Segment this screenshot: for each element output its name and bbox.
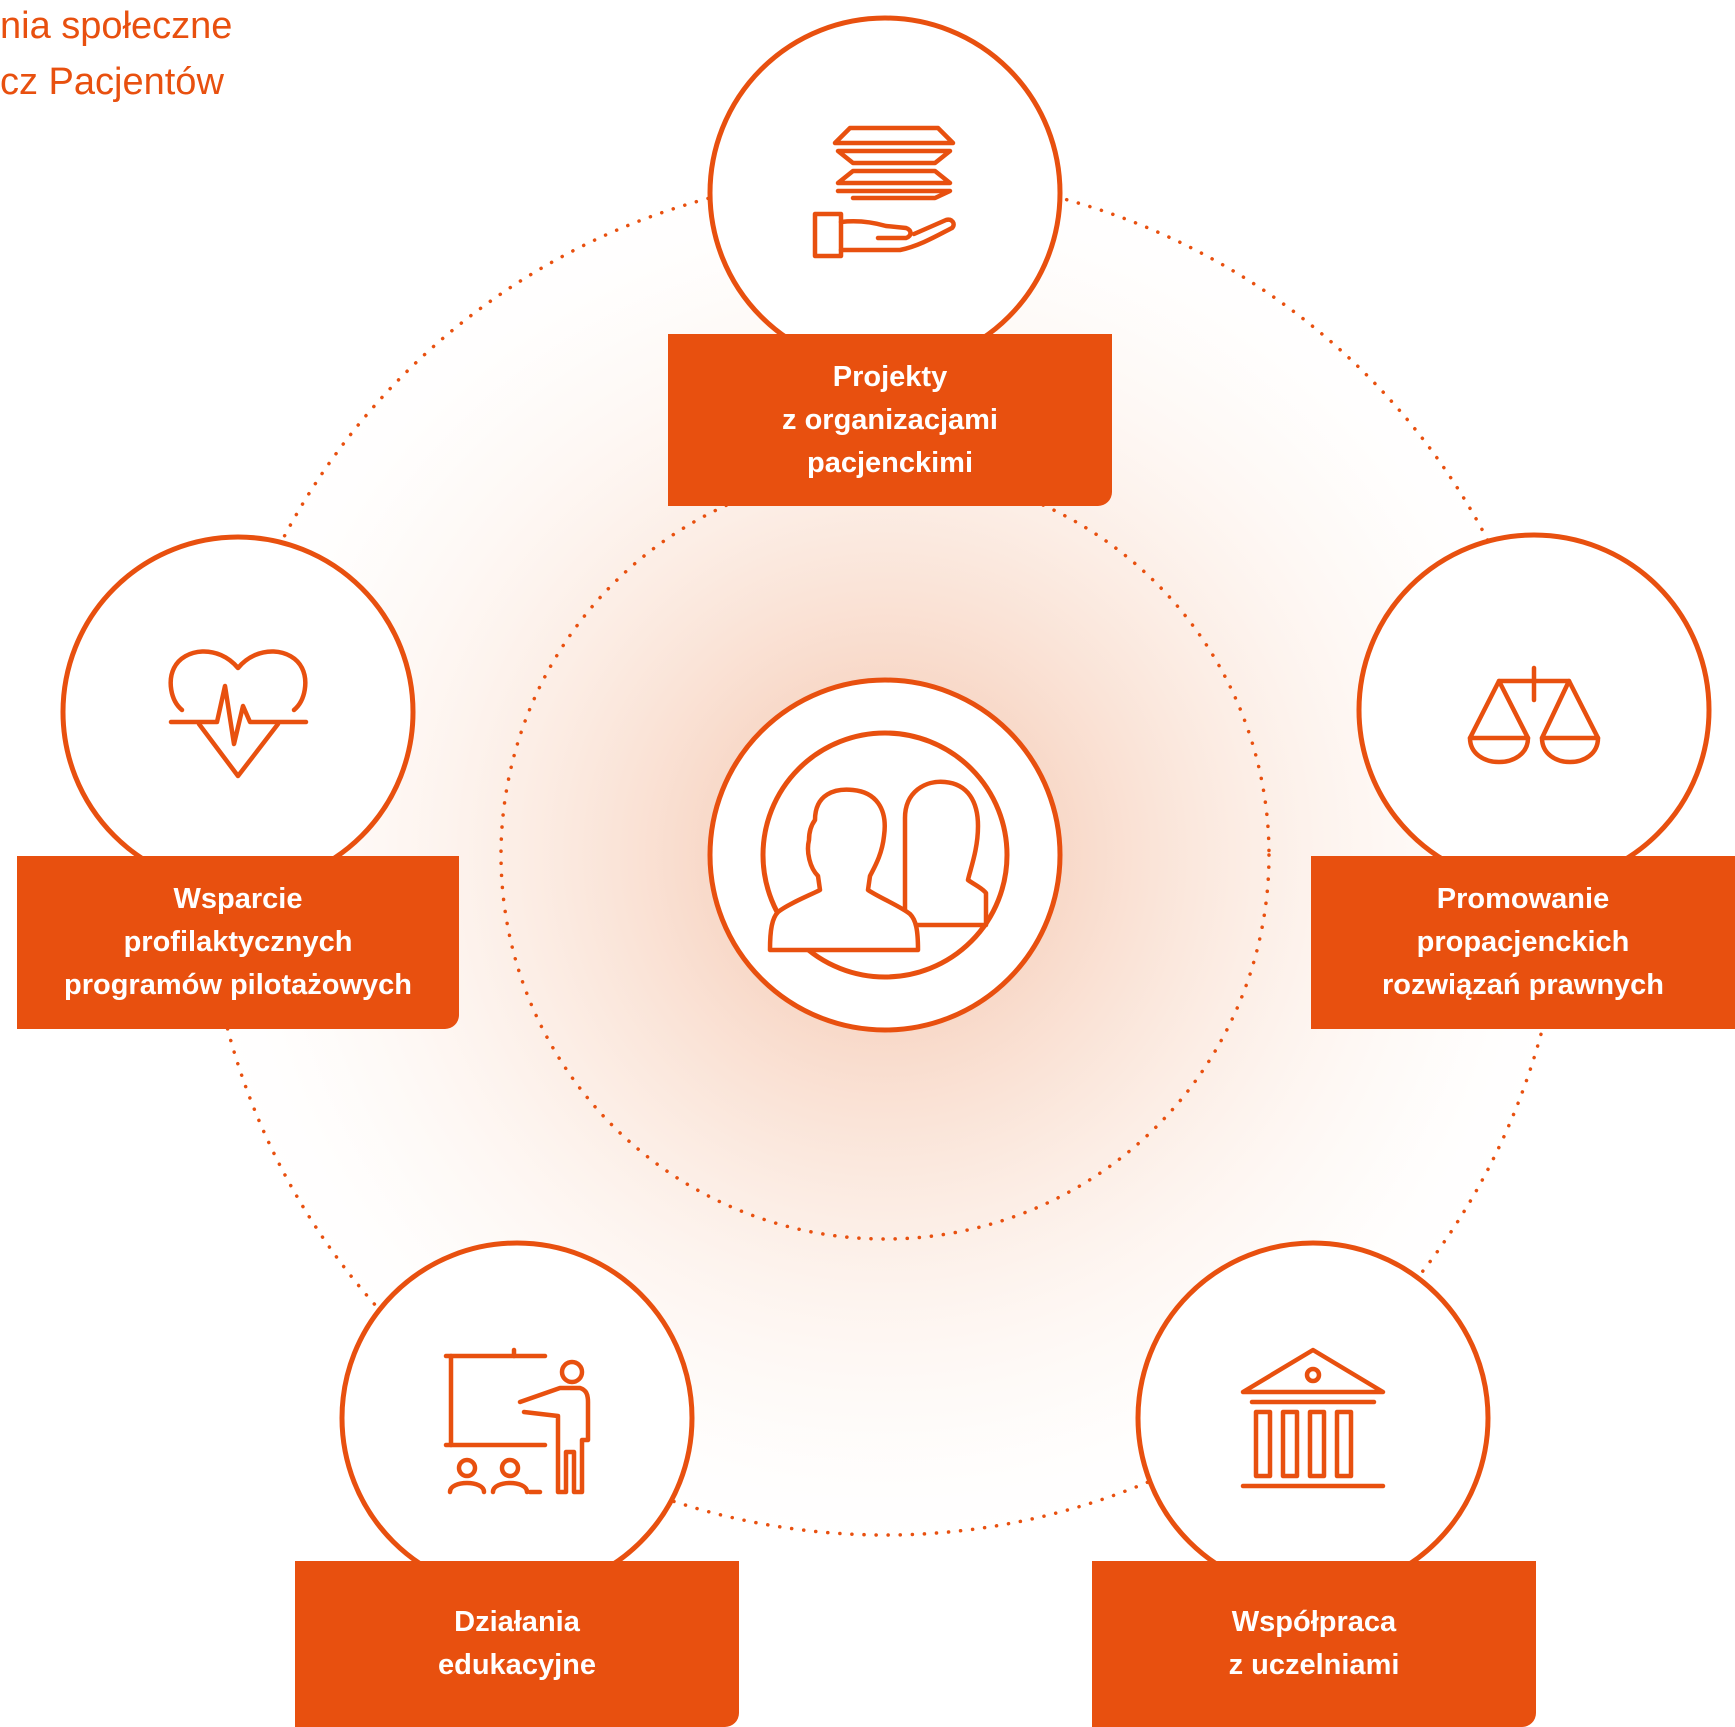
inner-dotted-ring — [499, 469, 1271, 1241]
label-prevention: Wsparcie profilaktycznych programów pilo… — [17, 856, 459, 1029]
label-education-line2: edukacyjne — [438, 1649, 596, 1681]
label-prevention-line2: profilaktycznych — [123, 926, 353, 958]
node-education — [339, 1240, 695, 1596]
label-projects: Projekty z organizacjami pacjenckimi — [668, 334, 1112, 506]
label-education-line1: Działania — [454, 1606, 580, 1638]
label-law: Promowanie propacjenckich rozwiązań praw… — [1311, 856, 1735, 1029]
hand-stack-icon — [812, 125, 956, 259]
node-education-circle — [339, 1240, 695, 1596]
node-universities — [1135, 1240, 1491, 1596]
center-inner-circle — [760, 730, 1010, 980]
label-projects-line1: Projekty — [832, 360, 948, 393]
node-prevention-circle — [60, 534, 416, 890]
label-prevention-line3: programów pilotażowych — [63, 969, 413, 1001]
label-projects-line2: z organizacjami — [782, 403, 998, 436]
scales-icon — [1467, 665, 1601, 765]
node-law-circle — [1356, 532, 1712, 888]
node-law — [1356, 532, 1712, 888]
label-law-line1: Promowanie — [1436, 883, 1610, 915]
page-header: nia społeczne cz Pacjentów — [0, 0, 232, 110]
label-universities: Współpraca z uczelniami — [1092, 1561, 1536, 1727]
header-title-line2: cz Pacjentów — [0, 61, 224, 103]
patients-icon — [767, 779, 989, 953]
heart-pulse-icon — [168, 649, 309, 779]
label-law-line3: rozwiązań prawnych — [1381, 969, 1664, 1001]
label-universities-line1: Współpraca — [1231, 1606, 1397, 1638]
label-education: Działania edukacyjne — [295, 1561, 739, 1727]
node-universities-circle — [1135, 1240, 1491, 1596]
label-universities-line2: z uczelniami — [1228, 1649, 1400, 1681]
node-prevention — [60, 534, 416, 890]
label-law-line2: propacjenckich — [1416, 926, 1630, 958]
header-title-line1: nia społeczne — [0, 5, 233, 47]
center-node — [707, 677, 1063, 1033]
label-projects-line3: pacjenckimi — [806, 446, 974, 479]
presentation-icon — [443, 1347, 591, 1495]
university-icon — [1240, 1347, 1386, 1489]
node-projects — [707, 15, 1063, 371]
label-prevention-line1: Wsparcie — [173, 883, 303, 915]
